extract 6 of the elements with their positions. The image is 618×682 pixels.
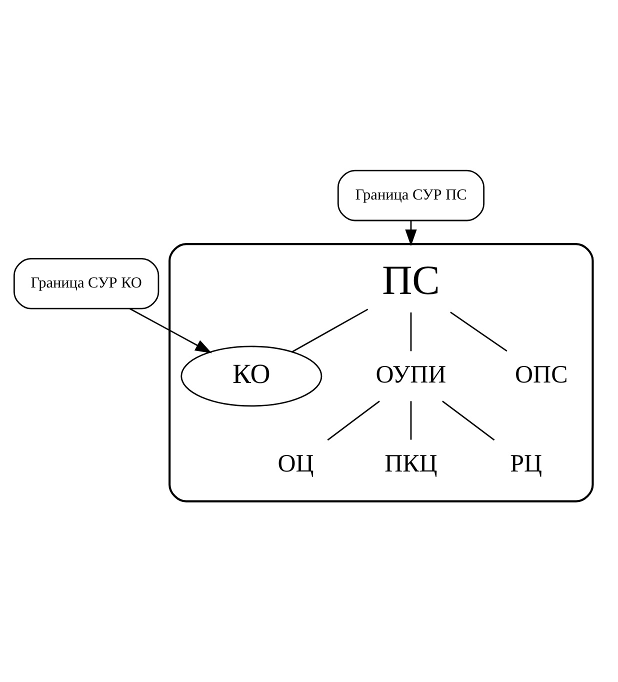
node-text: РЦ xyxy=(510,450,542,477)
node-text: ОУПИ xyxy=(376,360,446,388)
node-text: ОЦ xyxy=(278,450,314,477)
node-text: ПКЦ xyxy=(384,450,438,477)
node-text: ПС xyxy=(382,258,440,304)
node-text: ОПС xyxy=(515,360,568,388)
